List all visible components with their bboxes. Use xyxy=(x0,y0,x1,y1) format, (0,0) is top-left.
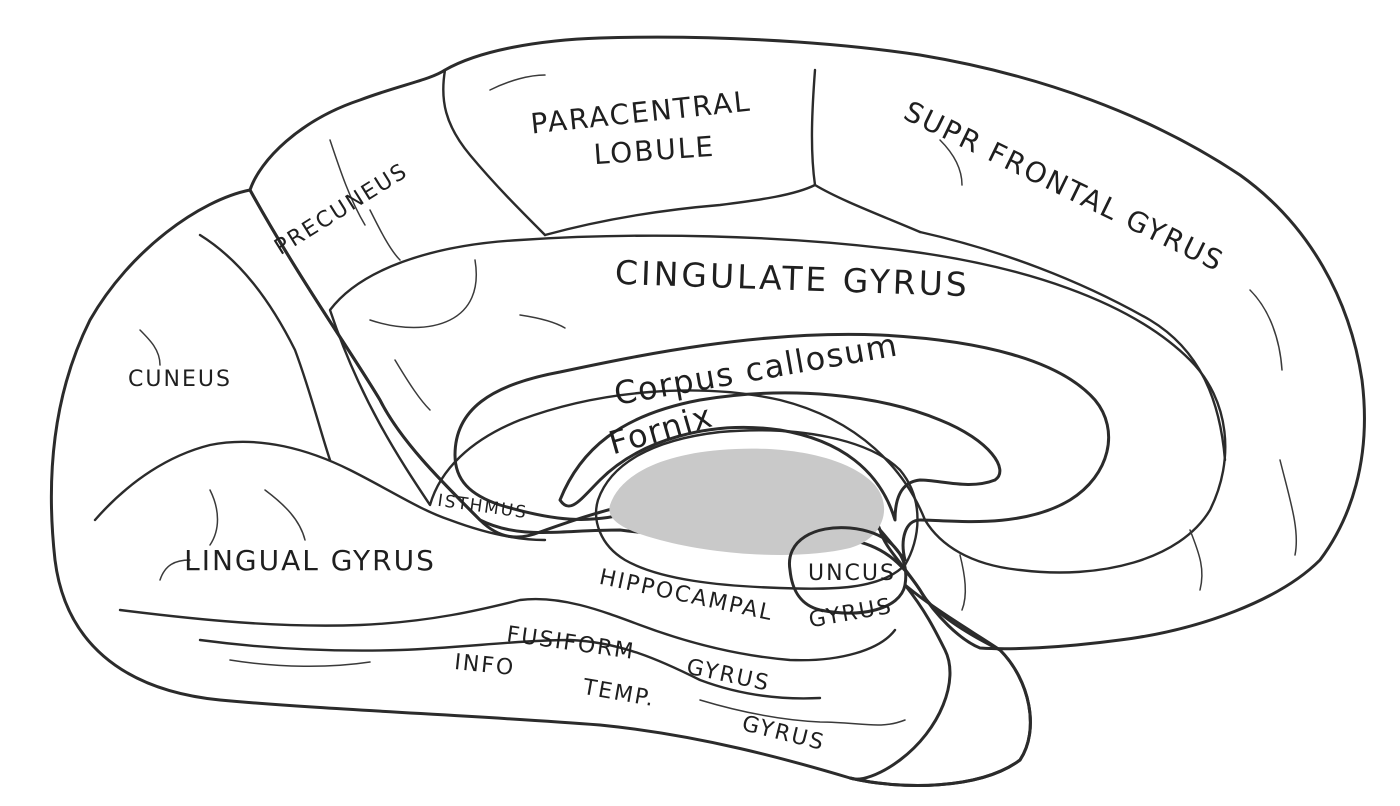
label-fusiform: FUSIFORM xyxy=(505,622,637,665)
calcarine-sulcus xyxy=(93,440,547,542)
label-uncus: UNCUS xyxy=(808,561,896,586)
lingual-minor-sulcus-2 xyxy=(264,489,306,541)
occipitotemporal-sulcus xyxy=(229,659,371,667)
precuneus-sulcus-4 xyxy=(394,359,431,411)
lingual-minor-sulcus-3 xyxy=(159,559,191,581)
fornix-shape xyxy=(558,391,1002,522)
central-sulcus xyxy=(442,68,547,237)
thalamus-shade xyxy=(609,448,885,555)
lingual-minor-sulcus-1 xyxy=(209,489,219,546)
frontal-parietal-region xyxy=(248,35,1366,651)
label-cingulate-gyrus: CINGULATE GYRUS xyxy=(614,253,970,304)
paracentral-minor-sulcus xyxy=(489,74,546,91)
precuneus-sulcus-5 xyxy=(519,314,566,329)
label-isthmus: ISTHMUS xyxy=(436,491,529,523)
lingual-lower-sulcus xyxy=(118,597,897,662)
precuneus-sulcus-3 xyxy=(369,259,477,329)
frontal-minor-sulcus-1 xyxy=(939,139,963,186)
cingulate-upper-edge xyxy=(918,230,1227,462)
frontal-minor-sulcus-2 xyxy=(1249,289,1283,371)
upper-sulcus xyxy=(543,183,817,237)
label-paracentral-line2: LOBULE xyxy=(593,130,717,171)
label-temp: TEMP. xyxy=(580,675,657,712)
label-hippocampal-gyrus: GYRUS xyxy=(807,594,895,633)
precuneus-sulcus-1 xyxy=(329,139,366,226)
label-hippocampal: HIPPOCAMPAL xyxy=(597,565,776,626)
precuneus-sulcus-2 xyxy=(369,209,401,261)
ventricle-shape xyxy=(594,429,919,590)
label-lingual-gyrus: LINGUAL GYRUS xyxy=(184,544,436,577)
cingulate-band xyxy=(328,234,1227,574)
temporal-sulcus xyxy=(699,699,906,726)
frontal-minor-sulcus-5 xyxy=(959,554,967,611)
label-info: INFO xyxy=(453,650,516,681)
collateral-sulcus xyxy=(198,638,822,700)
parieto-occipital-sulcus xyxy=(198,233,332,462)
uncus-shape xyxy=(788,526,908,615)
label-cuneus: CUNEUS xyxy=(128,367,232,392)
label-paracentral-line1: PARACENTRAL xyxy=(529,85,753,141)
label-fusiform-gyrus: GYRUS xyxy=(684,655,772,697)
label-supr-frontal-gyrus: SUPR FRONTAL GYRUS xyxy=(899,95,1230,279)
frontal-minor-sulcus-3 xyxy=(1279,459,1298,556)
cuneus-minor-sulcus xyxy=(139,329,161,366)
frontal-minor-sulcus-4 xyxy=(1189,529,1203,591)
paracentral-sulcus xyxy=(810,68,922,234)
